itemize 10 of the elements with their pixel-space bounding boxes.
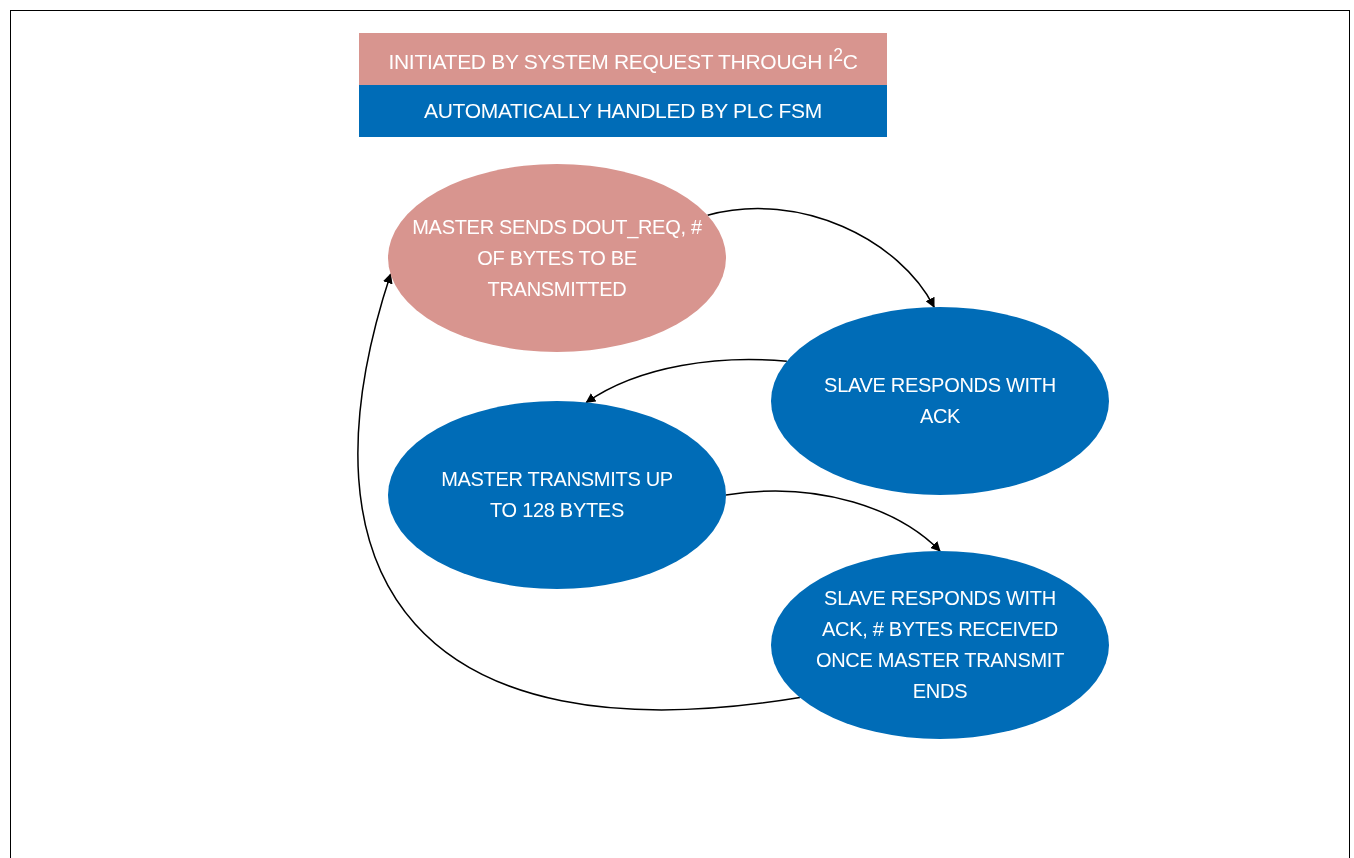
state-label: MASTER SENDS DOUT_REQ, # OF BYTES TO BE TRANSMITTED xyxy=(411,214,703,302)
state-label: MASTER TRANSMITS UP TO 128 BYTES xyxy=(440,467,674,523)
legend-text: AUTOMATICALLY HANDLED BY PLC FSM xyxy=(423,99,823,123)
transition-arrow xyxy=(706,207,935,308)
transition-arrow xyxy=(725,490,941,552)
transition-arrow xyxy=(357,273,801,710)
state-label: SLAVE RESPONDS WITH ACK, # BYTES RECEIVED ONCE MASTER TRANSMIT ENDS xyxy=(814,586,1066,704)
transition-arrow xyxy=(585,358,788,404)
legend-text: INITIATED BY SYSTEM REQUEST THROUGH I$^{2}$C xyxy=(388,44,858,74)
state-label: SLAVE RESPONDS WITH ACK xyxy=(823,373,1057,429)
